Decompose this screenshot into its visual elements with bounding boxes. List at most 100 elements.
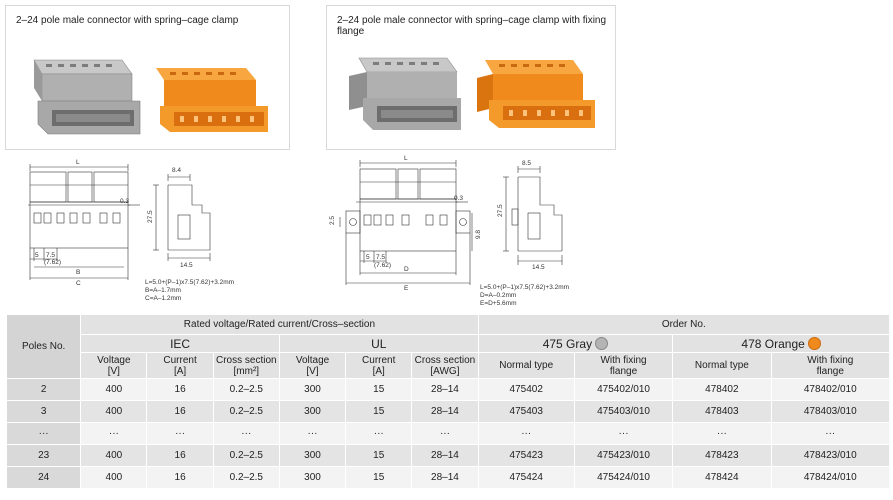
formula-note: D=A–0.2mm — [480, 292, 517, 299]
table-cell: ··· — [672, 422, 772, 445]
table-cell: 28–14 — [411, 378, 479, 401]
dim-label: 2.5 — [329, 216, 336, 225]
orange-header: 478 Orange — [672, 334, 890, 353]
table-cell: 478423/010 — [770, 444, 891, 467]
formula-note: B=A–1.7mm — [145, 287, 181, 294]
pole-count-cell: 23 — [5, 444, 82, 467]
rated-header: Rated voltage/Rated current/Cross–sectio… — [80, 314, 479, 335]
table-cell: 478402/010 — [770, 378, 891, 401]
gray-swatch-icon — [595, 336, 609, 350]
table-cell: 475402 — [477, 378, 575, 401]
table-cell: ··· — [80, 422, 148, 445]
table-cell: 478402 — [672, 378, 772, 401]
table-cell: 300 — [278, 466, 347, 489]
table-cell: 300 — [278, 400, 347, 423]
dim-label: 0.3 — [120, 198, 129, 205]
col-header-line: flange — [816, 365, 844, 377]
table-cell: 15 — [345, 466, 413, 489]
ul-col-header: Cross section[AWG] — [411, 352, 479, 379]
table-cell: ··· — [477, 422, 575, 445]
orange-label: 478 Orange — [741, 336, 805, 351]
connector-photo-gray-flange — [349, 57, 461, 130]
dim-label: 27.5 — [147, 210, 154, 223]
col-header-line: With fixing — [600, 354, 647, 366]
dim-label: L — [404, 155, 408, 162]
col-header-line: Voltage — [295, 354, 330, 366]
table-cell: 28–14 — [411, 466, 479, 489]
table-cell: 300 — [278, 444, 347, 467]
table-cell: 0.2–2.5 — [212, 466, 280, 489]
table-cell: 478423 — [672, 444, 772, 467]
dim-label: 14.5 — [532, 264, 545, 271]
iec-header: IEC — [80, 334, 280, 353]
formula-note: E=D+5.6mm — [480, 300, 517, 307]
col-header-line: Normal type — [499, 360, 554, 371]
col-header-line: [V] — [107, 365, 120, 377]
table-cell: 400 — [80, 400, 148, 423]
table-cell: 475403 — [477, 400, 575, 423]
dim-label: D — [404, 266, 409, 273]
gray-header: 475 Gray — [477, 334, 674, 353]
table-cell: 478403/010 — [770, 400, 891, 423]
table-cell: ··· — [146, 422, 214, 445]
table-cell: 478403 — [672, 400, 772, 423]
dim-label: L — [76, 159, 80, 166]
col-header-line: Current — [163, 354, 197, 366]
table-cell: 475424/010 — [573, 466, 674, 489]
ul-header: UL — [278, 334, 479, 353]
table-cell: 0.2–2.5 — [212, 400, 280, 423]
table-cell: ··· — [770, 422, 891, 445]
formula-note: C=A–1.2mm — [145, 295, 182, 302]
dim-label: 8.5 — [522, 160, 531, 167]
table-cell: 0.2–2.5 — [212, 444, 280, 467]
table-cell: 478424/010 — [770, 466, 891, 489]
table-cell: 475423 — [477, 444, 575, 467]
table-cell: ··· — [573, 422, 674, 445]
connector-photo-gray — [33, 59, 141, 135]
col-header-line: Cross section — [216, 354, 277, 366]
ul-col-header: Voltage[V] — [278, 352, 347, 379]
product-panel-flange: 2–24 pole male connector with spring–cag… — [326, 5, 616, 150]
table-cell: 478424 — [672, 466, 772, 489]
iec-col-header: Voltage[V] — [80, 352, 148, 379]
table-cell: 28–14 — [411, 444, 479, 467]
dim-label: 0.3 — [454, 195, 463, 202]
table-cell: 16 — [146, 400, 214, 423]
col-header-line: [mm²] — [233, 365, 260, 377]
order-header: Order No. — [477, 314, 891, 335]
formula-note: L=5.0+(P–1)x7.5(7.62)+3.2mm — [145, 279, 235, 286]
dim-label: 14.5 — [180, 262, 193, 269]
product-title: 2–24 pole male connector with spring–cag… — [337, 15, 607, 37]
dim-label: C — [76, 280, 81, 287]
table-cell: ··· — [345, 422, 413, 445]
col-header-line: Current — [362, 354, 396, 366]
col-header-line: Cross section — [414, 354, 476, 366]
table-cell: ··· — [411, 422, 479, 445]
dim-label: 5 — [35, 252, 39, 259]
table-cell: 400 — [80, 378, 148, 401]
table-cell: 0.2–2.5 — [212, 378, 280, 401]
order-col-header: Normal type — [477, 352, 575, 379]
table-cell: 16 — [146, 378, 214, 401]
col-header-line: [V] — [306, 365, 319, 377]
table-cell: 15 — [345, 400, 413, 423]
poles-header: Poles No. — [5, 314, 82, 379]
pole-count-cell: 2 — [5, 378, 82, 401]
dim-label: 5 — [366, 254, 370, 261]
dim-label: (7.62) — [44, 259, 61, 266]
table-cell: 15 — [345, 378, 413, 401]
iec-col-header: Cross section[mm²] — [212, 352, 280, 379]
col-header-line: Normal type — [694, 360, 749, 371]
col-header-line: With fixing — [807, 354, 854, 366]
col-header-line: [A] — [372, 365, 385, 377]
table-cell: 475403/010 — [573, 400, 674, 423]
pole-count-cell: ··· — [5, 422, 82, 445]
table-row: ································· — [5, 422, 891, 445]
pole-count-cell: 3 — [5, 400, 82, 423]
col-header-line: flange — [609, 365, 638, 377]
dim-label: 27.5 — [497, 204, 504, 217]
